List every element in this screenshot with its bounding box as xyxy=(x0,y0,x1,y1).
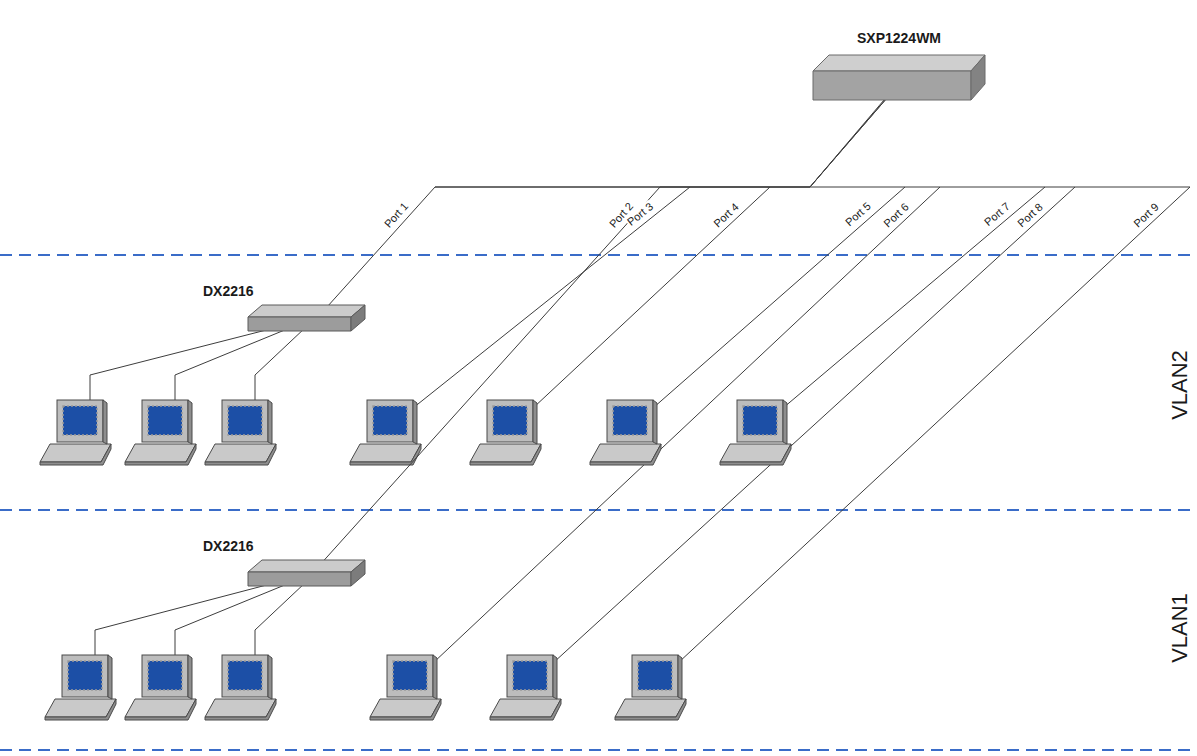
device-label: SXP1224WM xyxy=(857,30,941,46)
computer-icon xyxy=(125,400,196,465)
port-cable xyxy=(783,187,1045,408)
hub-device: DX2216 xyxy=(248,560,365,586)
computer-icon xyxy=(590,400,661,465)
hub-cable xyxy=(255,327,306,402)
vlan-separator xyxy=(0,749,1197,751)
device-shape xyxy=(248,560,365,586)
port-label: Port 5 xyxy=(843,200,874,230)
hub-cable xyxy=(90,327,278,402)
port-connector xyxy=(329,100,885,305)
device-shape xyxy=(248,305,365,331)
computer-icon xyxy=(125,655,196,720)
port-cable xyxy=(553,187,1075,663)
computer-icon xyxy=(370,655,441,720)
port-cable xyxy=(533,187,770,408)
vlan-separator xyxy=(0,509,1197,511)
port-label: Port 4 xyxy=(710,200,741,230)
device-label: DX2216 xyxy=(203,538,254,554)
computer-icon xyxy=(45,655,116,720)
hub-cable xyxy=(175,582,292,657)
computer-icon xyxy=(205,655,276,720)
computer-icon xyxy=(470,400,541,465)
computer-icon xyxy=(615,655,686,720)
hub-cable xyxy=(175,327,292,402)
computer-icon xyxy=(350,400,421,465)
port-connector xyxy=(324,100,885,560)
hub-device: DX2216 xyxy=(248,305,365,331)
port-cable xyxy=(413,187,690,408)
port-cable xyxy=(433,187,940,663)
port-label: Port 7 xyxy=(981,200,1013,229)
computer-icon xyxy=(490,655,561,720)
hub-cable xyxy=(95,582,278,657)
vlan-name: VLAN1 xyxy=(1168,593,1192,663)
computer-icon xyxy=(205,400,276,465)
device-shape xyxy=(813,55,985,100)
port-label: Port 9 xyxy=(1130,200,1161,230)
switch-device: SXP1224WM xyxy=(813,55,985,100)
port-cable xyxy=(653,187,905,408)
port-cable xyxy=(678,187,1190,663)
computer-icon xyxy=(40,400,111,465)
computer-icon xyxy=(720,400,791,465)
device-label: DX2216 xyxy=(203,283,254,299)
hub-cable xyxy=(255,582,306,657)
port-label: Port 1 xyxy=(381,200,411,231)
vlan-name: VLAN2 xyxy=(1168,350,1192,420)
port-label: Port 8 xyxy=(1014,200,1045,230)
